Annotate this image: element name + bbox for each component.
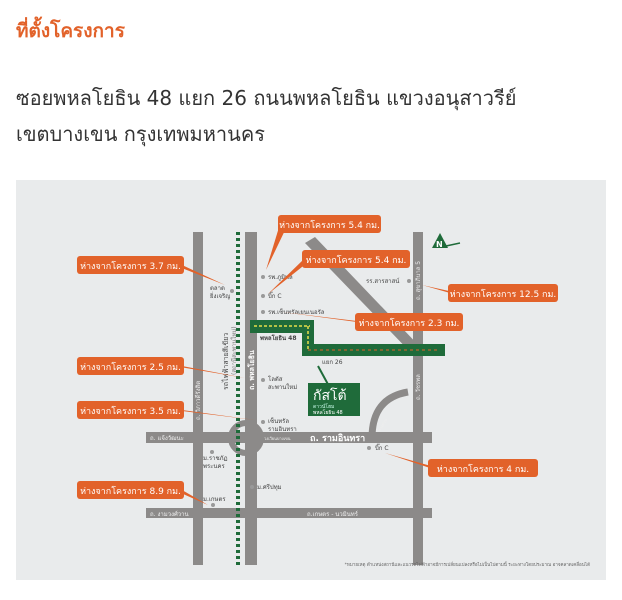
callout-text: ห่างจากโครงการ 5.4 กม. [279,220,380,231]
callout-text: ห่างจากโครงการ 8.9 กม. [80,486,181,497]
svg-text:ถ. พหลโยธิน: ถ. พหลโยธิน [247,350,256,390]
project-logo: กัสโต้ ดาวน์โฮม พหลโยธิน 48 [308,365,360,416]
svg-text:รถไฟฟ้าสายสีเขียว: รถไฟฟ้าสายสีเขียว [221,333,230,390]
distance-callout: ห่างจากโครงการ 8.9 กม. [77,481,208,505]
svg-text:บิ๊ก C: บิ๊ก C [268,291,282,300]
distance-callout: ห่างจากโครงการ 5.4 กม. [266,215,381,270]
callout-text: ห่างจากโครงการ 2.5 กม. [80,362,181,373]
svg-text:ถ.เกษตร - นวมินทร์: ถ.เกษตร - นวมินทร์ [307,510,359,518]
svg-text:ดาวน์โฮม: ดาวน์โฮม [313,403,334,410]
distance-callout: ห่างจากโครงการ 2.3 กม. [282,312,463,331]
svg-text:แยก 26: แยก 26 [322,359,343,366]
svg-text:ถ. แจ้งวัฒนะ: ถ. แจ้งวัฒนะ [150,435,184,442]
callout-text: ห่างจากโครงการ 12.5 กม. [450,289,557,300]
road-phahon [245,232,257,565]
bangkhen-circle [228,420,264,456]
section-title: ที่ตั้งโครงการ [16,20,125,42]
svg-text:ถ. วัชรพล: ถ. วัชรพล [415,374,422,400]
distance-callout: ห่างจากโครงการ 3.7 กม. [77,256,225,285]
svg-text:กัสโต้: กัสโต้ [313,387,347,404]
svg-text:ม.ราชภัฏ: ม.ราชภัฏ [203,455,228,462]
svg-text:ตลาด: ตลาด [210,285,225,292]
location-map: กัสโต้ ดาวน์โฮม พหลโยธิน 48 N ถ. วิภาวดี… [16,180,606,580]
callout-text: ห่างจากโครงการ 5.4 กม. [306,255,407,266]
callout-text: ห่างจากโครงการ 2.3 กม. [359,318,460,329]
svg-text:ม.ศรีปทุม: ม.ศรีปทุม [257,483,282,491]
distance-callout: ห่างจากโครงการ 4 กม. [385,453,538,477]
svg-text:รร.สารสาสน์: รร.สารสาสน์ [366,277,399,285]
svg-text:ถ. รามอินทรา: ถ. รามอินทรา [310,433,365,444]
road-right [413,232,423,565]
svg-text:สะพานใหม่: สะพานใหม่ [268,383,297,391]
project-route [250,320,445,356]
svg-text:ม.เกษตร: ม.เกษตร [203,496,226,503]
svg-text:บิ๊ก C: บิ๊ก C [375,443,389,452]
svg-text:รามอินทรา: รามอินทรา [268,426,297,433]
distance-callout: ห่างจากโครงการ 2.5 กม. [77,357,245,378]
svg-text:N: N [436,240,443,249]
callout-text: ห่างจากโครงการ 3.5 กม. [80,406,181,417]
svg-text:พหลโยธิน 48: พหลโยธิน 48 [260,334,297,342]
callout-text: ห่างจากโครงการ 3.7 กม. [80,261,181,272]
svg-text:ยิ่งเจริญ: ยิ่งเจริญ [210,292,231,300]
footnote: *หมายเหตุ ตำแหน่งสถานีและแนวรถไฟฟ้าอาจมี… [345,560,590,568]
north-arrow-icon: N [432,233,461,249]
svg-text:โลตัส: โลตัส [268,375,283,383]
svg-text:รพ.ภูมิพล: รพ.ภูมิพล [268,274,293,281]
svg-text:พระนคร: พระนคร [203,463,226,470]
distance-callout: ห่างจากโครงการ 5.4 กม. [268,250,410,294]
svg-text:วงเวียนบางเขน: วงเวียนบางเขน [264,436,291,441]
svg-text:รพ.เซ็นทรัลเยนเนอรัล: รพ.เซ็นทรัลเยนเนอรัล [268,307,325,316]
road-ngamwongwan [146,508,432,518]
road-ramintra [146,432,432,443]
road-vibhavadi [193,232,203,565]
expressway-curve [368,388,409,439]
svg-text:ถ. วิภาวดีรังสิต: ถ. วิภาวดีรังสิต [194,381,202,420]
svg-text:พหลโยธิน 48: พหลโยธิน 48 [313,409,343,416]
svg-text:(สถานีสะพานใหม่): (สถานีสะพานใหม่) [230,326,238,375]
svg-text:ทางด่วน: ทางด่วน [377,417,389,432]
distance-callout: ห่างจากโครงการ 12.5 กม. [422,284,558,302]
callout-text: ห่างจากโครงการ 4 กม. [437,464,529,475]
svg-text:เซ็นทรัล: เซ็นทรัล [268,416,289,425]
distance-callout: ห่างจากโครงการ 3.5 กม. [77,401,255,420]
svg-text:ถ. สุขาภิบาล 5: ถ. สุขาภิบาล 5 [415,261,422,300]
address-line-1: ซอยพหลโยธิน 48 แยก 26 ถนนพหลโยธิน แขวงอน… [16,86,517,110]
svg-text:ถ. งามวงศ์วาน: ถ. งามวงศ์วาน [150,510,189,518]
address-line-2: เขตบางเขน กรุงเทพมหานคร [16,122,265,146]
